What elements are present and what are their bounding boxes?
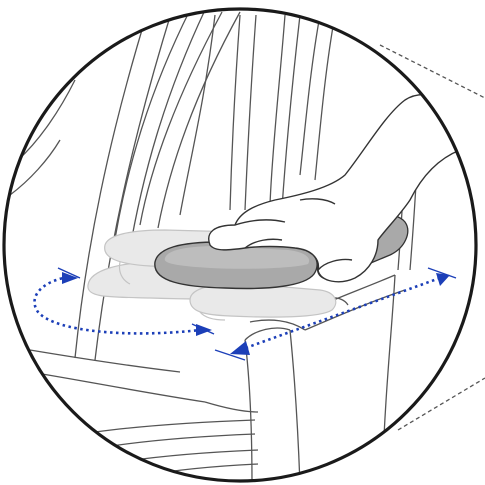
hand-icon <box>208 93 461 283</box>
curved-double-arrow-icon <box>33 267 215 336</box>
chair-back <box>74 9 336 361</box>
leader-line-bottom <box>397 377 485 431</box>
leader-line-top <box>379 44 485 99</box>
chair-frame-left <box>9 79 206 403</box>
armrest-pad <box>154 241 318 290</box>
straight-double-arrow-icon <box>214 267 457 361</box>
detail-circle-outline <box>2 7 478 483</box>
